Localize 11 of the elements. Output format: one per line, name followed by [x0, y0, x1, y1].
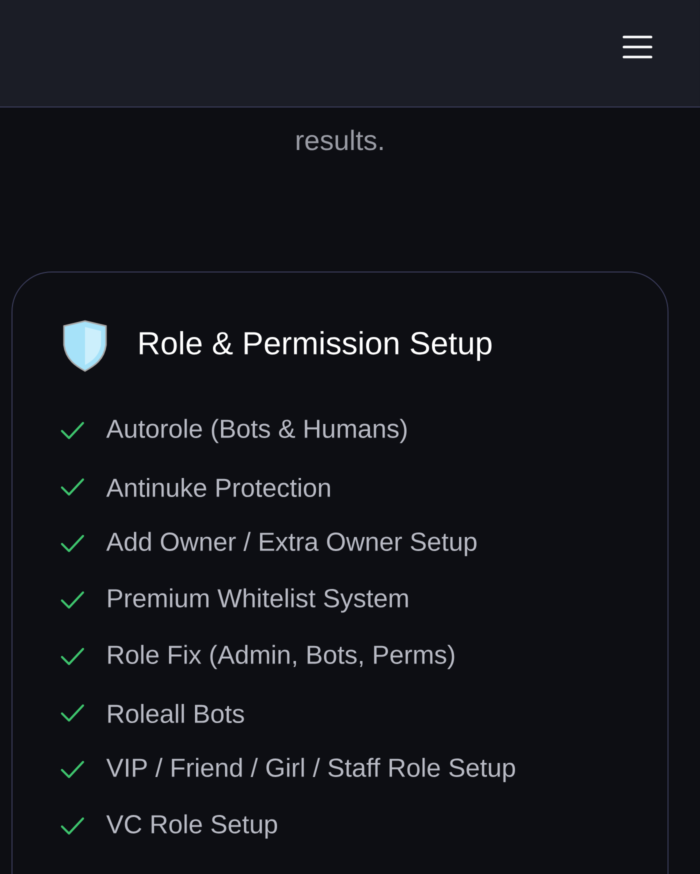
list-item: Add Owner / Extra Owner Setup [106, 532, 476, 556]
list-item: Autorole (Bots & Humans) [106, 418, 407, 444]
card-title: Role & Permission Setup [140, 331, 492, 361]
service-card [12, 272, 668, 874]
list-item: Roleall Bots [108, 704, 244, 724]
list-item: VIP / Friend / Girl / Staff Role Setup [106, 758, 515, 782]
list-item: VC Role Setup [106, 814, 278, 839]
list-item: Premium Whitelist System [108, 588, 408, 613]
intro-text: results. [296, 130, 383, 150]
list-item: Role Fix (Admin, Bots, Perms) [108, 644, 454, 670]
list-item: Antinuke Protection [106, 478, 330, 498]
